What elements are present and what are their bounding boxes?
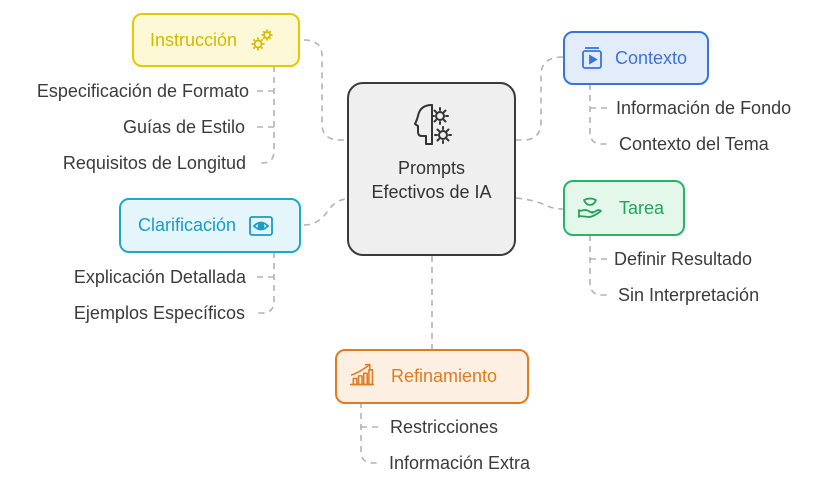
media-icon [579, 45, 605, 71]
gears-icon [249, 27, 275, 53]
list-item: Explicación Detallada [73, 267, 246, 287]
branch-tarea-label: Tarea [619, 197, 665, 218]
branch-clarificacion: Clarificación [119, 198, 301, 253]
branch-instruccion: Instrucción [132, 13, 300, 67]
branch-tarea: Tarea [563, 180, 685, 236]
branch-contexto: Contexto [563, 31, 709, 85]
list-item: Especificación de Formato [36, 81, 249, 101]
branch-clarificacion-label: Clarificación [138, 215, 237, 235]
branch-refinamiento: Refinamiento [335, 349, 529, 404]
list-item: Información Extra [389, 453, 531, 473]
branch-refinamiento-label: Refinamiento [391, 366, 498, 386]
growth-chart-icon [349, 362, 379, 392]
central-node: Prompts Efectivos de IA [347, 82, 516, 256]
list-item: Información de Fondo [616, 98, 792, 118]
list-item: Definir Resultado [614, 249, 753, 269]
central-title: Prompts Efectivos de IA [371, 158, 492, 202]
head-gears-icon [412, 102, 452, 148]
list-item: Ejemplos Específicos [73, 303, 245, 323]
list-item: Requisitos de Longitud [62, 153, 246, 173]
list-item: Restricciones [390, 417, 499, 437]
eye-icon [248, 213, 274, 239]
list-item: Contexto del Tema [619, 134, 769, 154]
branch-instruccion-label: Instrucción [150, 29, 238, 50]
list-item: Sin Interpretación [618, 285, 760, 305]
list-item: Guías de Estilo [122, 117, 245, 137]
branch-contexto-label: Contexto [615, 47, 688, 68]
hand-bowl-icon [577, 195, 603, 221]
